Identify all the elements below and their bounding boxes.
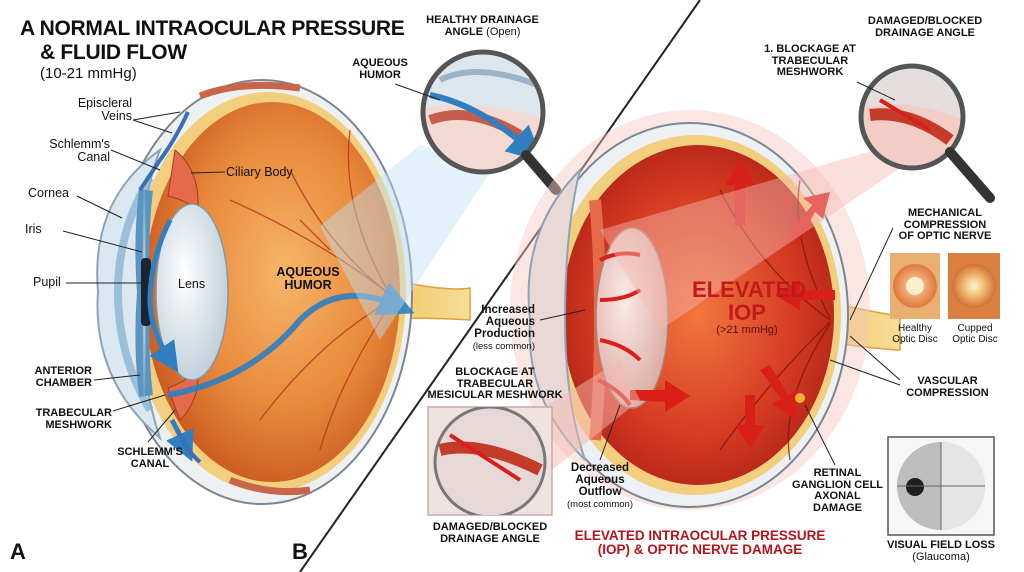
label-cornea: Cornea	[28, 186, 69, 200]
pressure-arrows	[630, 160, 835, 448]
panel-a-title-line1: A NORMAL INTRAOCULAR PRESSURE	[20, 17, 405, 40]
label-visual-field-loss: VISUAL FIELD LOSS(Glaucoma)	[887, 539, 995, 563]
healthy-angle-magnifier	[320, 49, 561, 340]
panel-a-subtitle: (10-21 mmHg)	[40, 65, 137, 82]
label-pupil: Pupil	[33, 275, 61, 289]
optic-disc-comparison	[890, 253, 1000, 319]
blocked-angle-inset	[427, 360, 640, 516]
label-elevated-iop-range: (>21 mmHg)	[716, 324, 778, 336]
visual-field-test	[887, 436, 995, 536]
panel-b-letter: B	[292, 539, 308, 564]
label-iris: Iris	[25, 222, 42, 236]
magnifier-icon	[521, 150, 561, 195]
glaucoma-eyeball	[510, 110, 901, 510]
panel-b-bottom-title: ELEVATED INTRAOCULAR PRESSURE(IOP) & OPT…	[574, 528, 826, 558]
label-lens: Lens	[178, 277, 206, 291]
magnifier-icon	[945, 147, 995, 203]
panel-a-letter: A	[10, 539, 26, 564]
label-ciliary-body: Ciliary Body	[226, 165, 293, 179]
blocked-angle-magnifier	[600, 63, 995, 330]
panel-a-title-line2: & FLUID FLOW	[40, 41, 187, 64]
normal-eyeball	[96, 79, 471, 505]
